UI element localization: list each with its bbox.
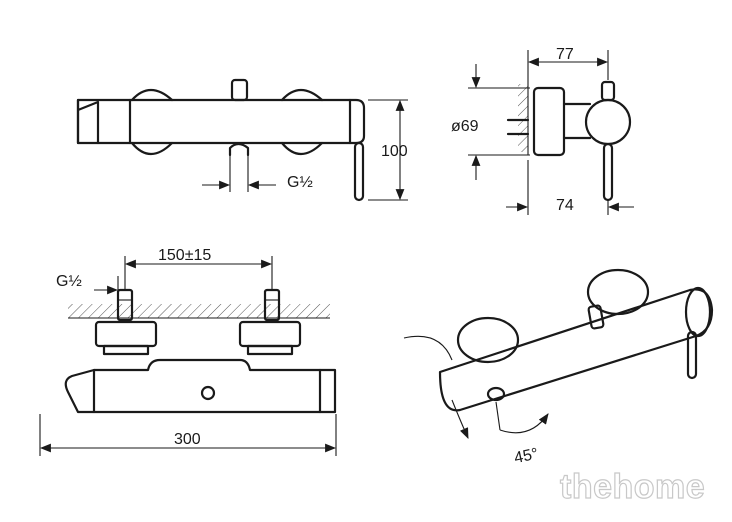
height-label: 100 xyxy=(381,143,408,160)
thread-front-label: G½ xyxy=(56,273,82,290)
side-view: 77 ø69 74 xyxy=(451,46,634,215)
isometric-view: 45° xyxy=(403,268,714,467)
spacing-label: 150±15 xyxy=(158,247,211,264)
width-label: 300 xyxy=(174,431,201,448)
lever-offset-label: 74 xyxy=(556,197,574,214)
watermark: thehome xyxy=(560,468,705,506)
front-view: 150±15 G½ 300 xyxy=(39,247,337,456)
thread-top-label: G½ xyxy=(287,174,313,191)
depth-label: 77 xyxy=(556,46,574,63)
top-view: G½ 100 xyxy=(76,78,408,202)
diameter-label: ø69 xyxy=(451,118,479,135)
rotation-label: 45° xyxy=(513,445,540,467)
